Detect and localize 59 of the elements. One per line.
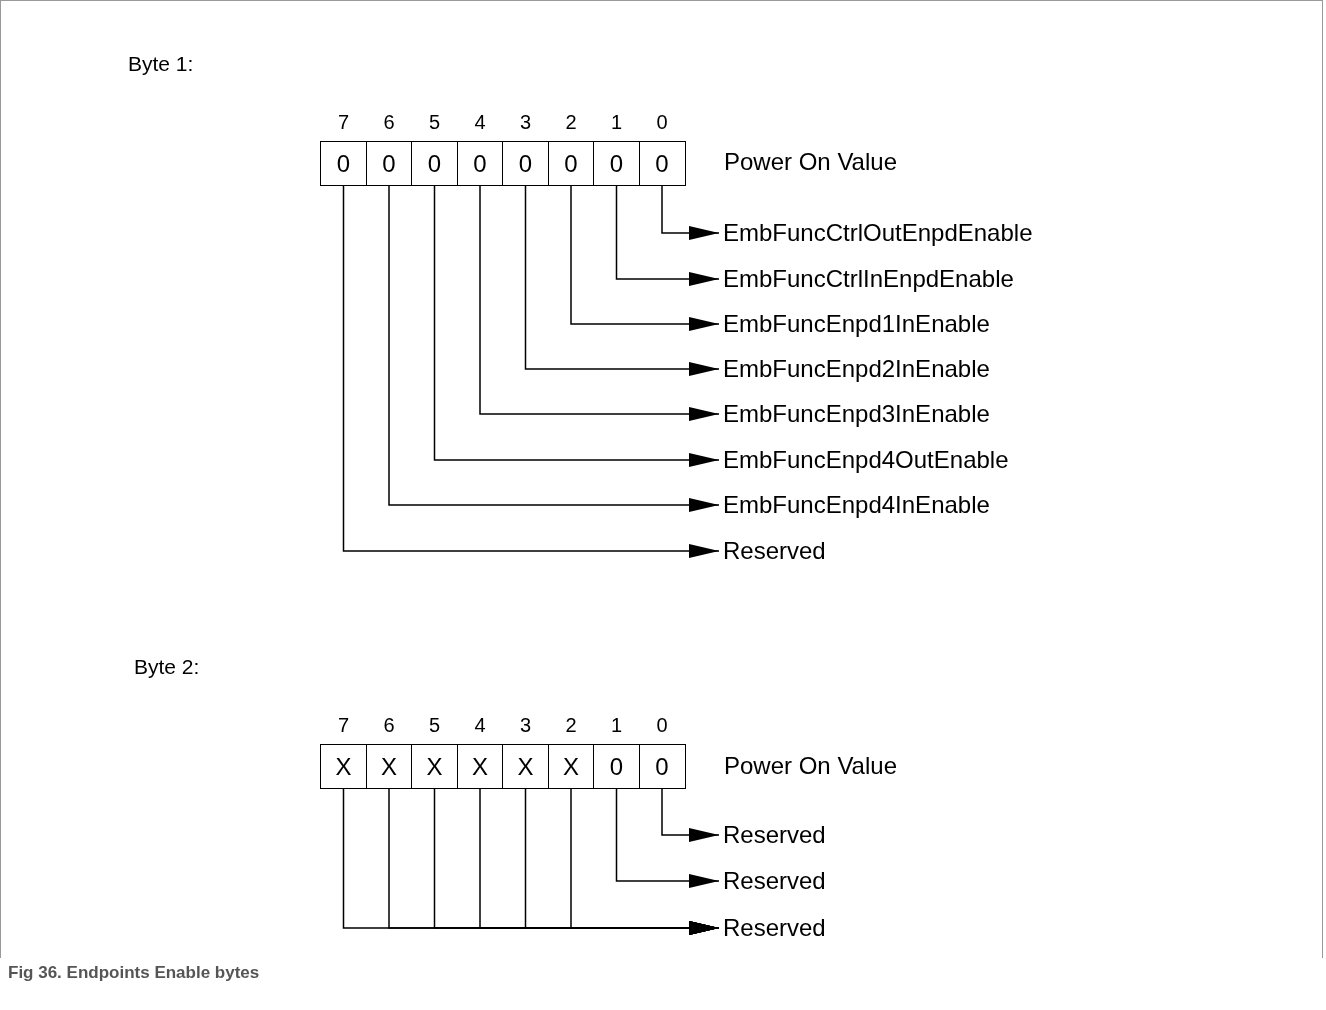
bit-cell: 0 <box>365 141 413 186</box>
bit-number: 6 <box>382 111 396 133</box>
bit-cell: 0 <box>502 141 549 186</box>
bit-number: 3 <box>518 714 533 736</box>
bit-number: 0 <box>655 111 669 133</box>
bit-cell: 0 <box>638 744 686 789</box>
bit-number: 7 <box>336 714 351 736</box>
bit-number: 2 <box>564 714 578 736</box>
bit-number: 1 <box>609 714 624 736</box>
bit-cell: X <box>456 744 504 789</box>
bit-cell: 0 <box>593 744 640 789</box>
arrow <box>661 788 720 842</box>
arrow <box>524 185 720 376</box>
bit-number: 2 <box>564 111 578 133</box>
arrow <box>570 788 720 935</box>
bit-cell: 0 <box>411 141 458 186</box>
bit-cell: 0 <box>547 141 595 186</box>
arrow <box>615 788 720 888</box>
byte-heading: Byte 1: <box>128 52 194 76</box>
arrow <box>661 185 720 240</box>
bit-cell: 0 <box>320 141 367 186</box>
arrow <box>479 185 720 421</box>
bit-number: 6 <box>382 714 396 736</box>
bit-cell: 0 <box>593 141 640 186</box>
bit-number: 3 <box>518 111 533 133</box>
field-label: EmbFuncEnpd2InEnable <box>723 354 990 384</box>
value-label: Power On Value <box>724 148 897 176</box>
bit-number: 5 <box>427 111 442 133</box>
bit-cell: X <box>547 744 595 789</box>
figure-caption: Fig 36. Endpoints Enable bytes <box>8 963 260 983</box>
field-label: Reserved <box>723 536 826 566</box>
bit-number: 5 <box>427 714 442 736</box>
bit-number: 1 <box>609 111 624 133</box>
bit-number: 4 <box>473 111 487 133</box>
bit-cell: X <box>320 744 367 789</box>
arrow <box>388 185 720 512</box>
bit-number: 0 <box>655 714 669 736</box>
value-label: Power On Value <box>724 752 897 780</box>
field-label: EmbFuncEnpd3InEnable <box>723 399 990 429</box>
field-label: EmbFuncEnpd4OutEnable <box>723 445 1009 475</box>
bit-cell: 0 <box>638 141 686 186</box>
field-label: EmbFuncCtrlOutEnpdEnable <box>723 218 1033 248</box>
arrow <box>570 185 720 331</box>
bit-cell: X <box>365 744 413 789</box>
field-label: EmbFuncCtrlInEnpdEnable <box>723 264 1014 294</box>
field-label: Reserved <box>723 866 826 896</box>
arrow <box>615 185 720 286</box>
bit-number: 7 <box>336 111 351 133</box>
field-label: Reserved <box>723 820 826 850</box>
arrow <box>433 185 720 467</box>
field-label: EmbFuncEnpd1InEnable <box>723 309 990 339</box>
bit-cell: X <box>502 744 549 789</box>
arrow <box>342 185 720 558</box>
bit-cell: X <box>411 744 458 789</box>
field-label: Reserved <box>723 913 826 943</box>
bit-number: 4 <box>473 714 487 736</box>
field-label: EmbFuncEnpd4InEnable <box>723 490 990 520</box>
byte-heading: Byte 2: <box>134 655 200 679</box>
bit-cell: 0 <box>456 141 504 186</box>
